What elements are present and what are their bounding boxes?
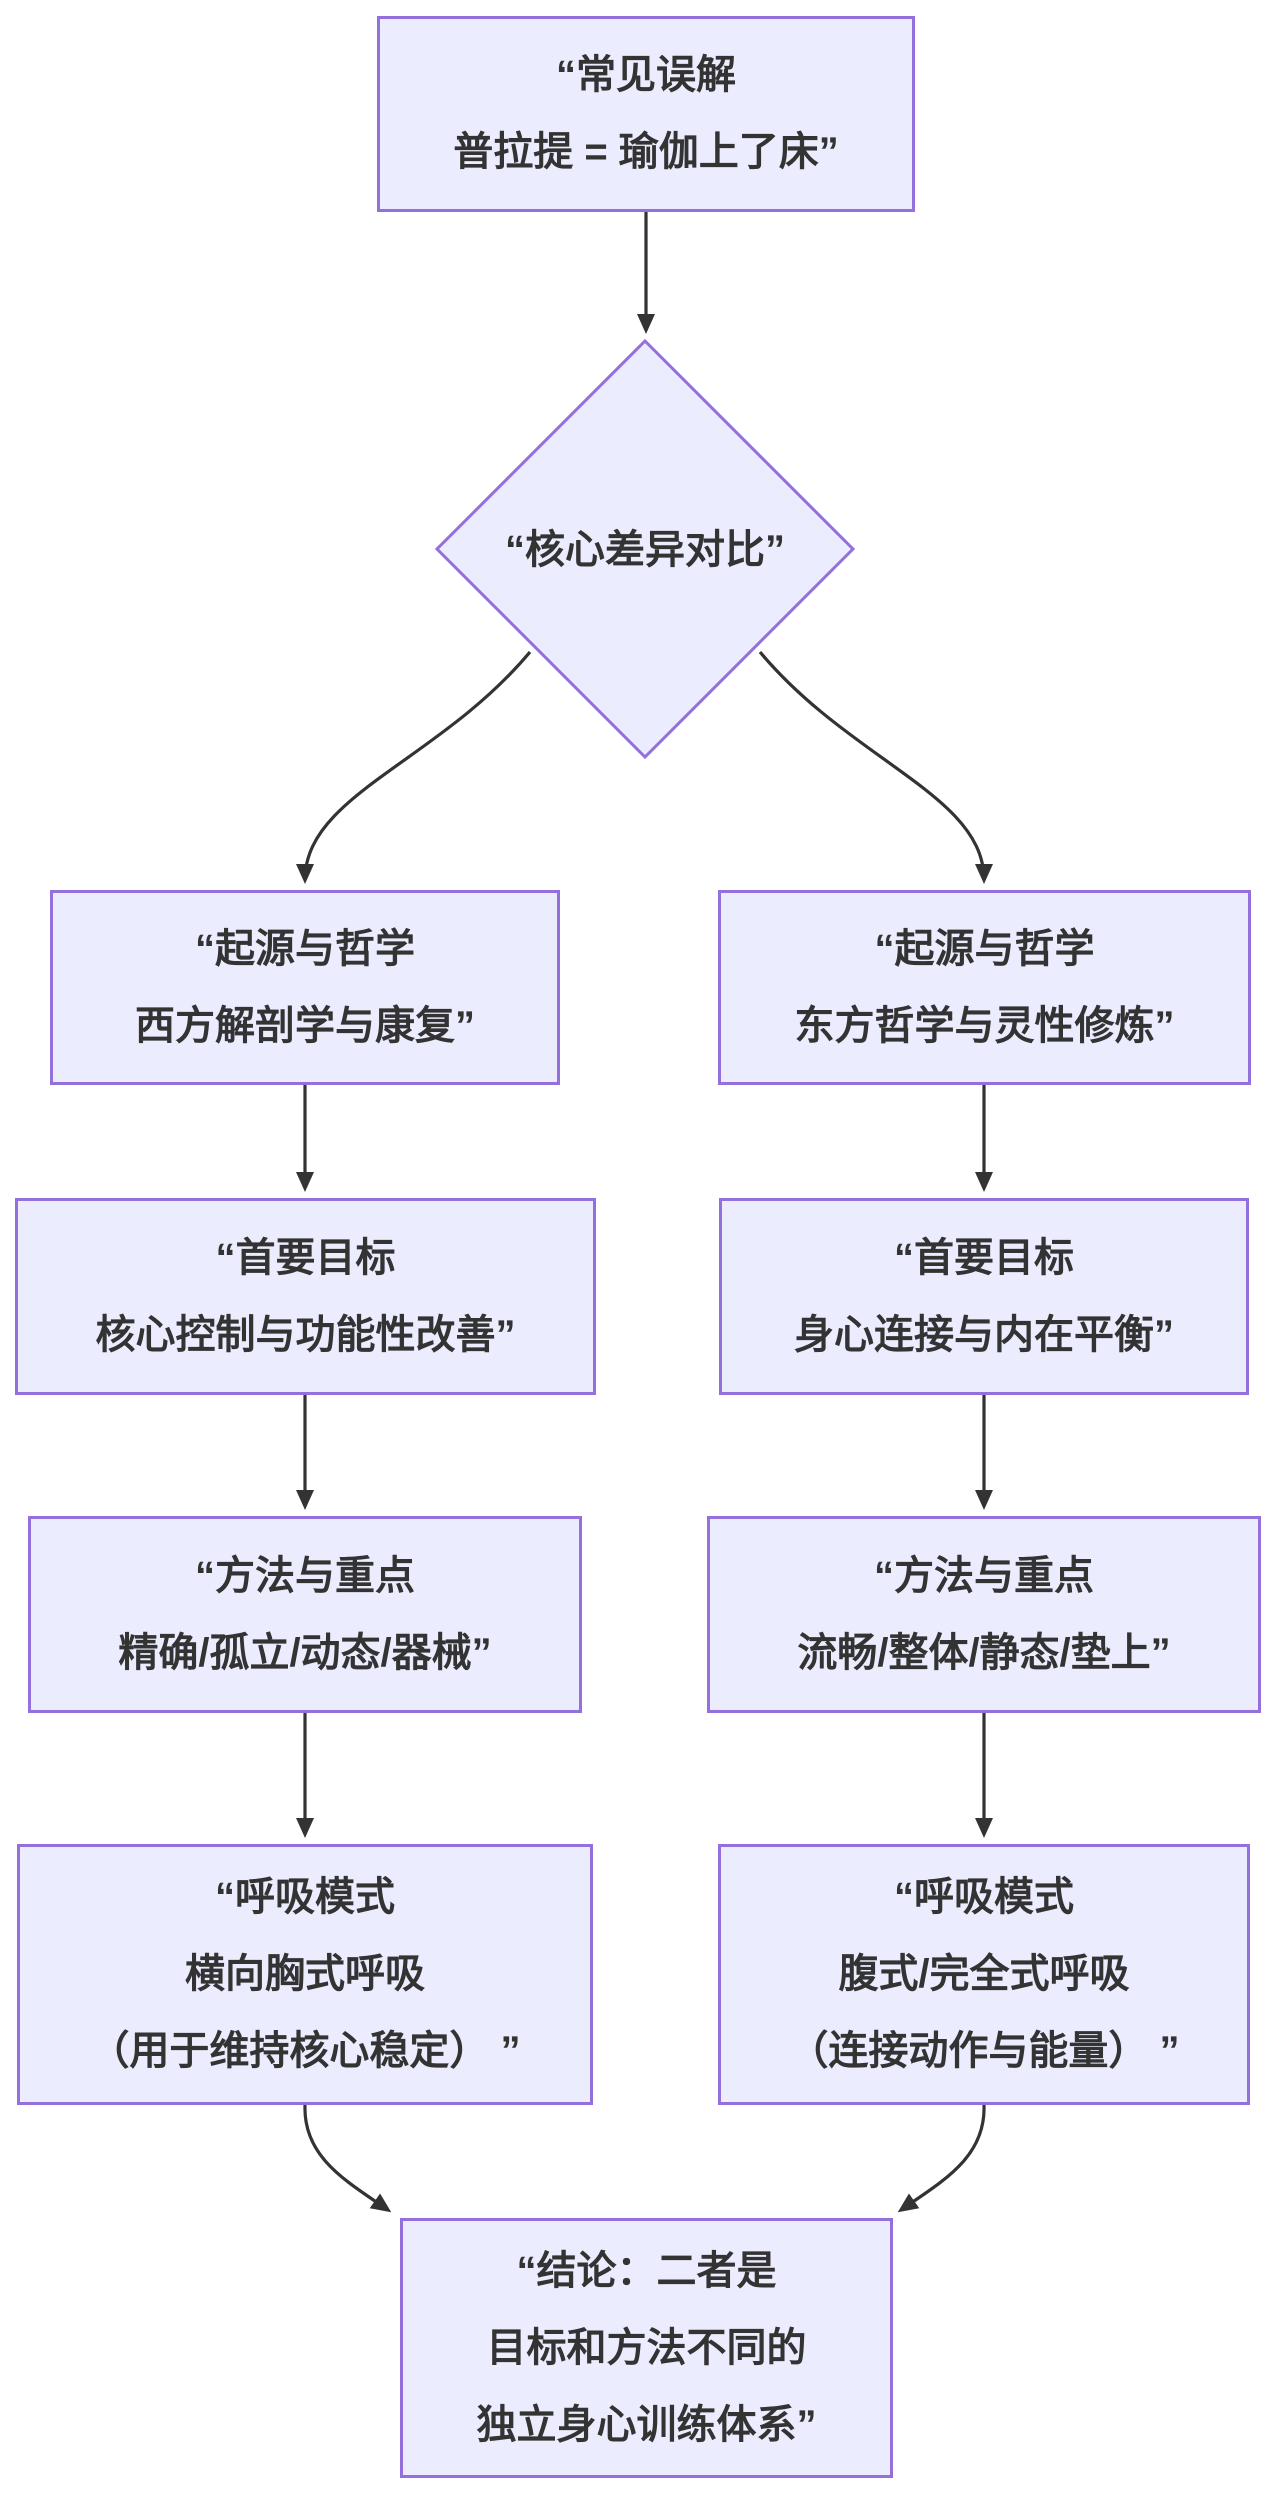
node-line: “呼吸模式 [215,1875,395,1919]
node-pilates-method: “方法与重点 精确/孤立/动态/器械” [28,1516,582,1713]
node-line: “首要目标 [894,1235,1074,1280]
node-line: “起源与哲学 [874,926,1095,971]
edge-comparison-pilates [296,650,532,884]
edge-yoga-conclusion [897,2104,986,2213]
node-line: “结论：二者是 [516,2248,777,2293]
node-pilates-goal: “首要目标 核心控制与功能性改善” [15,1198,596,1395]
node-line: “常见误解 [556,53,736,97]
node-yoga-breath: “呼吸模式 腹式/完全式呼吸 （连接动作与能量） ” [718,1844,1250,2105]
node-line: 独立身心训练体系” [476,2402,817,2447]
node-misconception: “常见误解 普拉提 = 瑜伽上了床” [377,16,915,212]
node-line: 横向胸式呼吸 [185,1952,425,1996]
node-pilates-breath: “呼吸模式 横向胸式呼吸 （用于维持核心稳定） ” [17,1844,593,2105]
node-line: 身心连接与内在平衡” [794,1312,1174,1357]
node-line: 普拉提 = 瑜伽上了床” [453,130,839,174]
node-line: 精确/孤立/动态/器械” [118,1630,492,1675]
edge-comparison-yoga [758,650,993,884]
node-line: “首要目标 [215,1235,396,1280]
node-line: 西方解剖学与康复” [135,1003,475,1048]
node-conclusion: “结论：二者是 目标和方法不同的 独立身心训练体系” [400,2218,893,2478]
node-label: “核心差异对比” [505,527,785,572]
node-line: 目标和方法不同的 [486,2325,807,2370]
node-line: （连接动作与能量） ” [788,2029,1180,2073]
edge-pilates-conclusion [303,2104,392,2213]
node-yoga-goal: “首要目标 身心连接与内在平衡” [719,1198,1249,1395]
node-line: “方法与重点 [195,1553,415,1598]
node-line: 核心控制与功能性改善” [95,1312,516,1357]
node-line: 东方哲学与灵性修炼” [794,1003,1175,1048]
node-yoga-origin: “起源与哲学 东方哲学与灵性修炼” [718,890,1251,1085]
node-line: （用于维持核心稳定） ” [89,2029,521,2073]
comparison-diamond-shape [434,338,856,760]
node-line: “起源与哲学 [195,926,415,971]
node-yoga-method: “方法与重点 流畅/整体/静态/垫上” [707,1516,1261,1713]
node-line: 流畅/整体/静态/垫上” [797,1630,1171,1675]
node-line: 腹式/完全式呼吸 [838,1952,1130,1996]
node-pilates-origin: “起源与哲学 西方解剖学与康复” [50,890,560,1085]
node-line: “方法与重点 [874,1553,1094,1598]
node-comparison-diamond: “核心差异对比” [445,511,845,589]
node-line: “呼吸模式 [894,1875,1074,1919]
